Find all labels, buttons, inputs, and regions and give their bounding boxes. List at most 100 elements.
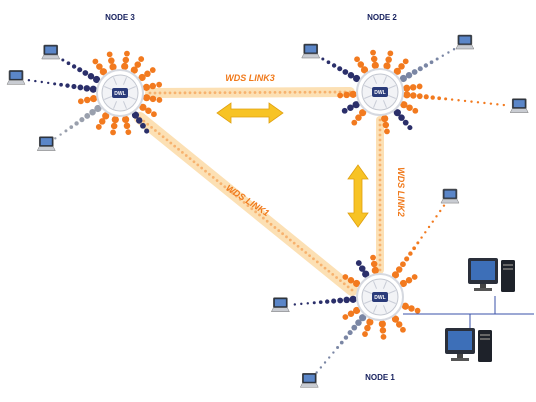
beam-dot <box>378 153 382 157</box>
svg-text:DWL: DWL <box>114 91 125 97</box>
node1-ray <box>378 320 387 340</box>
beam-dot <box>342 282 346 286</box>
node3-ray <box>95 112 110 130</box>
beam-dot <box>327 269 331 273</box>
beam-dot <box>150 125 153 129</box>
beam-dot <box>253 91 257 94</box>
beam-dot <box>204 169 207 173</box>
node1-ray <box>315 314 367 374</box>
node2-laptop-icon <box>509 98 529 113</box>
node2-laptop-icon <box>455 34 475 50</box>
beam-dot <box>234 194 238 198</box>
node3-ray <box>131 111 150 134</box>
beam-dot <box>208 91 212 95</box>
beam-dot <box>183 91 187 95</box>
beam-dot <box>211 176 215 179</box>
beam-dot <box>273 90 277 94</box>
beam-dot <box>285 235 288 239</box>
node3-ray <box>122 115 132 136</box>
beam-dot <box>173 91 177 95</box>
beam-dot <box>378 203 382 207</box>
beam-dot <box>318 90 322 94</box>
beam-dot <box>146 122 150 126</box>
beam-dot <box>269 222 273 226</box>
beam-dot <box>207 172 211 176</box>
node-2-access-point-icon: DWL <box>356 68 404 116</box>
beam-dot <box>378 123 382 127</box>
node3-ray <box>92 58 107 76</box>
wds-link2-label: WDS LINK2 <box>396 167 406 217</box>
beam-dot <box>378 128 382 132</box>
beam-dot <box>378 238 382 242</box>
beam-dot <box>169 141 173 145</box>
node2-ray <box>403 83 423 92</box>
beam-dot <box>250 207 254 211</box>
beam-dot <box>350 288 354 292</box>
beam-dot <box>312 257 315 261</box>
beam-dot <box>273 226 277 229</box>
beam-dot <box>154 129 157 132</box>
beam-dot <box>227 188 231 192</box>
beam-dot <box>196 163 200 167</box>
node3-ray <box>54 104 102 140</box>
node-1-access-point-icon: DWL <box>356 273 404 321</box>
beam-dot <box>258 213 261 217</box>
node1-ray <box>391 204 446 279</box>
beam-dot <box>157 132 161 136</box>
beam-dot <box>378 143 382 147</box>
beam-dot <box>265 219 269 223</box>
beam-dot <box>181 151 184 154</box>
node1-ray <box>342 306 361 320</box>
node1-ray <box>362 318 374 337</box>
beam-dot <box>378 208 382 212</box>
node3-ray <box>110 115 119 136</box>
beam-dot <box>378 133 382 137</box>
node1-ray <box>342 274 361 288</box>
beam-dot <box>308 254 311 257</box>
beam-dot <box>263 91 267 94</box>
beam-dot <box>238 197 242 201</box>
beam-dot <box>173 144 177 148</box>
node-2-label: NODE 2 <box>367 13 397 22</box>
beam-dot <box>378 193 382 197</box>
beam-dot <box>378 118 382 122</box>
beam-dot <box>378 148 382 152</box>
beam-dot <box>278 90 282 94</box>
node2-ray <box>399 48 456 83</box>
beam-dot <box>153 91 157 95</box>
beam-dot <box>248 91 252 94</box>
beam-dot <box>200 166 204 170</box>
link3-double-arrow-icon <box>216 102 284 124</box>
node2-ray <box>341 101 360 114</box>
beam-dot <box>378 218 382 222</box>
beam-dot <box>331 272 335 276</box>
beam-dot <box>308 90 312 94</box>
beam-dot <box>281 232 285 236</box>
beam-dot <box>168 91 172 95</box>
beam-dot <box>203 91 207 95</box>
beam-dot <box>219 182 223 186</box>
beam-dot <box>335 276 338 279</box>
beam-dot <box>193 91 197 95</box>
beam-dot <box>323 266 327 270</box>
beam-dot <box>261 216 265 220</box>
node3-laptop-icon <box>36 136 56 151</box>
beam-dot <box>378 178 382 182</box>
beam-dot <box>268 91 272 94</box>
beam-dot <box>378 263 382 267</box>
node3-ray <box>138 67 156 82</box>
beam-dot <box>192 160 196 164</box>
node2-ray <box>337 90 357 99</box>
beam-dot <box>303 90 307 94</box>
node3-ray <box>130 56 145 74</box>
node-3-access-point-icon: DWL <box>96 69 144 117</box>
beam-dot <box>258 91 262 94</box>
beam-dot <box>254 210 258 214</box>
node3-ray <box>139 103 157 118</box>
beam-dot <box>304 251 308 254</box>
beam-dot <box>238 91 242 94</box>
node3-ray <box>106 51 117 71</box>
beam-dot <box>163 91 167 95</box>
node1-ray <box>370 254 379 275</box>
